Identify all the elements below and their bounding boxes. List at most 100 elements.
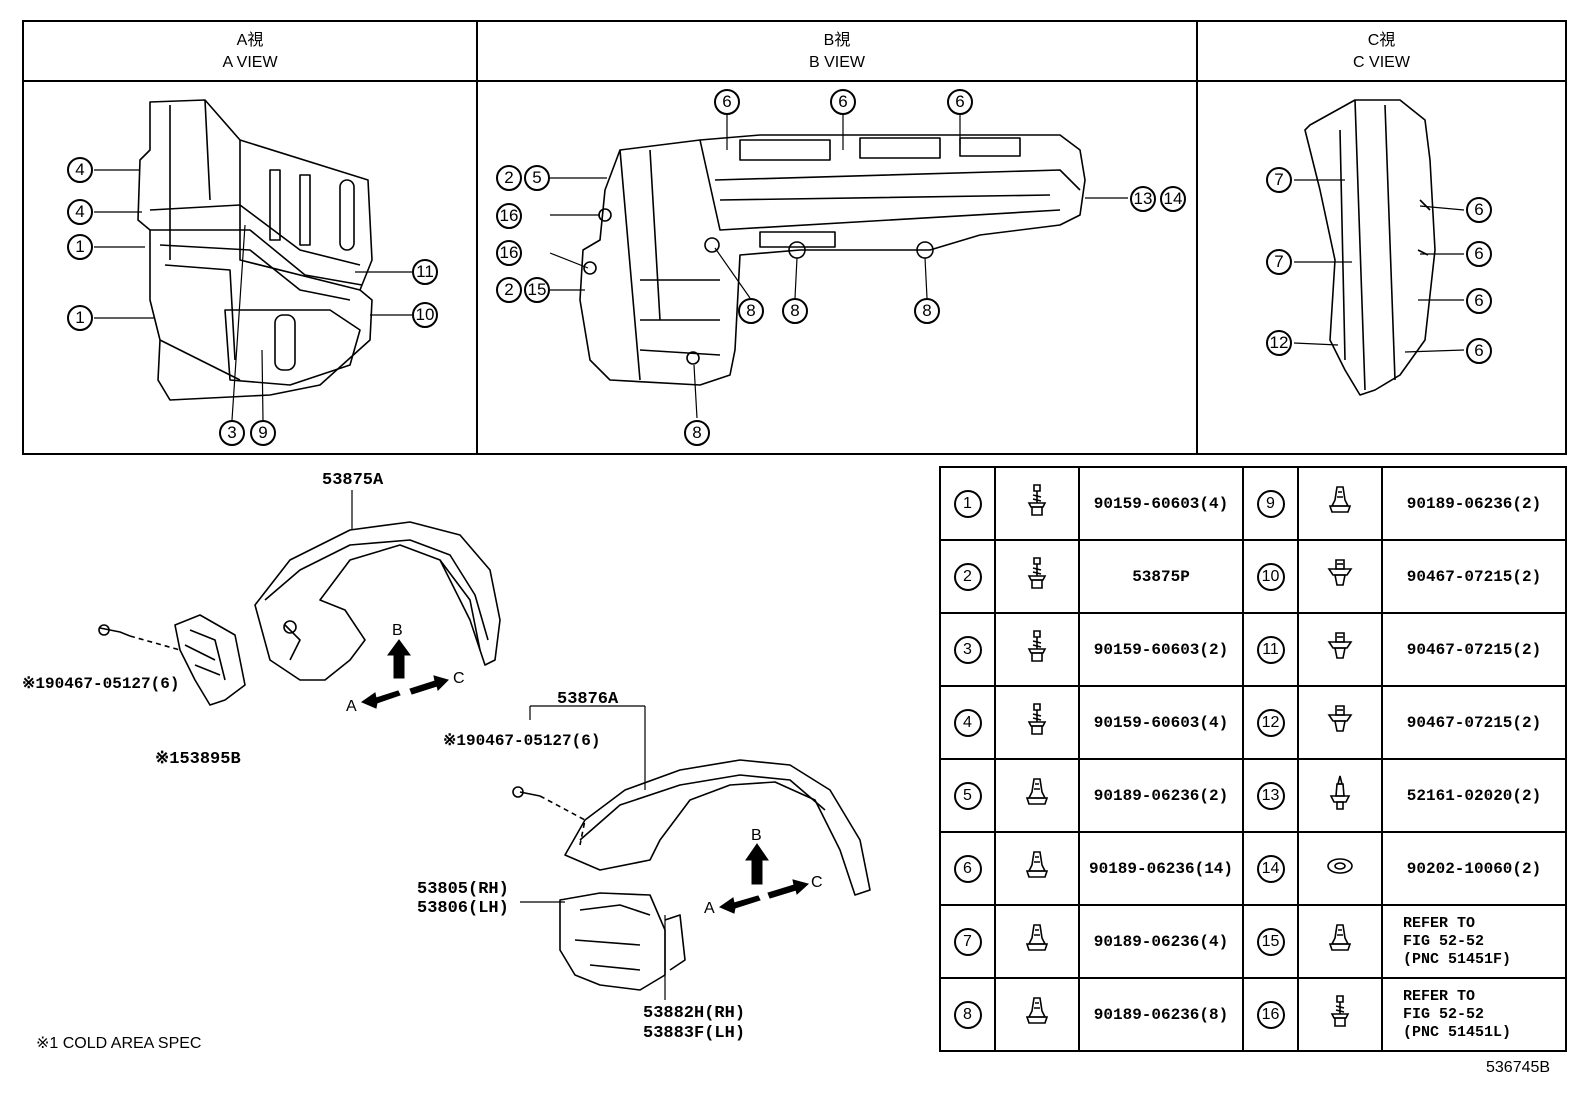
callout-6e: 6 [1466,241,1492,267]
fastener-number-left: 1 [939,466,996,541]
label-53895b: ※153895B [155,750,241,769]
b-view-drawing [579,134,1086,386]
fastener-number-right: 16 [1242,977,1299,1052]
bolt-icon [994,466,1080,541]
fastener-part-left: 90159-60603(4) [1078,466,1244,541]
refer-line-3: (PNC 51451L) [1403,1023,1512,1041]
callout-number: 5 [953,781,982,810]
fastener-part-left: 90189-06236(4) [1078,904,1244,979]
label-53883f-lh: 53883F(LH) [643,1024,746,1043]
fastener-number-left: 3 [939,612,996,687]
refer-line-1: REFER TO [1403,914,1476,932]
push-clip-icon [1297,685,1383,760]
fastener-part-left: 90159-60603(4) [1078,685,1244,760]
callout-16a: 16 [496,203,522,229]
callout-6d: 6 [1466,197,1492,223]
b-view-title-jp: B視 [823,32,851,49]
bolt-icon [994,539,1080,614]
arrow-label-b-1: B [392,622,403,639]
bolt-icon [994,612,1080,687]
c-view-header: C視 C VIEW [1198,22,1565,82]
callout-3: 3 [219,420,245,446]
a-view-header: A視 A VIEW [24,22,476,82]
label-53875a: 53875A [322,471,384,490]
callout-8b: 8 [782,298,808,324]
callout-14: 14 [1160,186,1186,212]
callout-16b: 16 [496,240,522,266]
fastener-part-left: 90189-06236(14) [1078,831,1244,906]
callout-number: 3 [953,635,982,664]
arrow-a-2-icon [718,895,761,914]
callout-number: 10 [1256,562,1285,591]
refer-line-2: FIG 52-52 [1403,1005,1485,1023]
callout-11: 11 [412,259,438,285]
fastener-number-left: 5 [939,758,996,833]
callout-6a: 6 [714,89,740,115]
callout-number: 7 [953,927,982,956]
clip-icon [1297,904,1383,979]
push-clip-icon [1297,612,1383,687]
callout-2a: 2 [496,165,522,191]
bolt-icon [1297,977,1383,1052]
arrow-label-c-1: C [453,670,465,687]
arrow-label-b-2: B [751,827,762,844]
callout-6c: 6 [947,89,973,115]
arrow-label-a-1: A [346,698,357,715]
refer-line-1: REFER TO [1403,987,1476,1005]
fastener-number-right: 10 [1242,539,1299,614]
clip-icon [994,904,1080,979]
fastener-part-right: 90467-07215(2) [1381,539,1567,614]
label-53882h-rh: 53882H(RH) [643,1004,746,1023]
c-view-panel: C視 C VIEW [1196,20,1567,455]
callout-1b: 1 [67,305,93,331]
callout-6g: 6 [1466,338,1492,364]
c-view-title-en: C VIEW [1353,54,1410,71]
callout-number: 1 [953,489,982,518]
arrow-a-1-icon [360,690,401,709]
fastener-number-left: 8 [939,977,996,1052]
callout-2b: 2 [496,277,522,303]
callout-number: 13 [1256,781,1285,810]
fastener-number-right: 12 [1242,685,1299,760]
callout-number: 8 [953,1000,982,1029]
callout-8d: 8 [684,420,710,446]
fastener-part-right: 52161-02020(2) [1381,758,1567,833]
arrow-c-1-icon [409,675,449,695]
arrow-b-2-icon [745,843,769,885]
fastener-number-right: 13 [1242,758,1299,833]
callout-1a: 1 [67,234,93,260]
callout-number: 9 [1256,489,1285,518]
label-53876a: 53876A [557,690,619,709]
panel-drawing [559,892,686,991]
callout-13: 13 [1130,186,1156,212]
callout-number: 14 [1256,854,1285,883]
label-53806-lh: 53806(LH) [417,899,509,918]
callout-8a: 8 [738,298,764,324]
arrow-c-2-icon [767,879,810,899]
b-view-title-en: B VIEW [808,54,865,71]
fastener-part-right: 90189-06236(2) [1381,466,1567,541]
callout-7a: 7 [1266,167,1292,193]
a-view-drawing [137,99,373,401]
arrow-label-c-2: C [811,874,823,891]
leader-lines [94,115,1465,1000]
fastener-part-left: 90189-06236(8) [1078,977,1244,1052]
fastener-number-right: 15 [1242,904,1299,979]
callout-4b: 4 [67,199,93,225]
clip-icon [1297,466,1383,541]
b-view-header: B視 B VIEW [478,22,1196,82]
bolt-icon [994,685,1080,760]
shield-drawing [98,614,246,706]
refer-line-2: FIG 52-52 [1403,932,1485,950]
front-liner-drawing [254,521,501,681]
